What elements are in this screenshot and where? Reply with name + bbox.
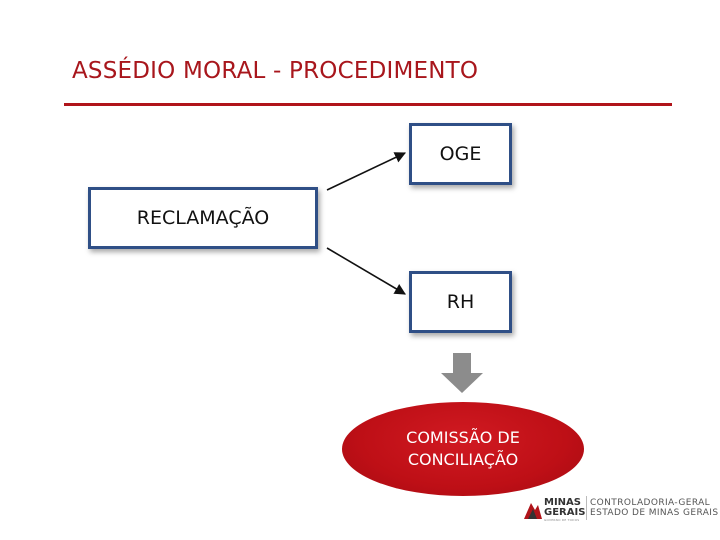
- logo-org-name: CONTROLADORIA-GERAL ESTADO DE MINAS GERA…: [590, 498, 719, 518]
- node-oge: OGE: [409, 123, 512, 185]
- comissao-line-1: COMISSÃO DE: [406, 428, 520, 447]
- node-oge-label: OGE: [439, 143, 482, 165]
- down-arrow-icon: [441, 353, 483, 393]
- arrow-to-rh: [326, 247, 406, 295]
- node-reclamacao-label: RECLAMAÇÃO: [136, 207, 270, 229]
- node-comissao-conciliacao: COMISSÃO DE CONCILIAÇÃO: [342, 402, 584, 496]
- node-rh: RH: [409, 271, 512, 333]
- node-rh-label: RH: [446, 291, 475, 313]
- logo-brand: MINAS GERAIS GOVERNO DE TODOS: [544, 497, 586, 523]
- node-reclamacao: RECLAMAÇÃO: [88, 187, 318, 249]
- slide-title: ASSÉDIO MORAL - PROCEDIMENTO: [72, 58, 479, 84]
- arrow-to-oge: [326, 152, 407, 191]
- logo-divider: [586, 496, 587, 520]
- controladoria-logo: MINAS GERAIS GOVERNO DE TODOS CONTROLADO…: [524, 496, 718, 526]
- comissao-line-2: CONCILIAÇÃO: [407, 450, 519, 469]
- title-underline: [64, 103, 672, 106]
- mountain-logo-icon: [524, 503, 542, 519]
